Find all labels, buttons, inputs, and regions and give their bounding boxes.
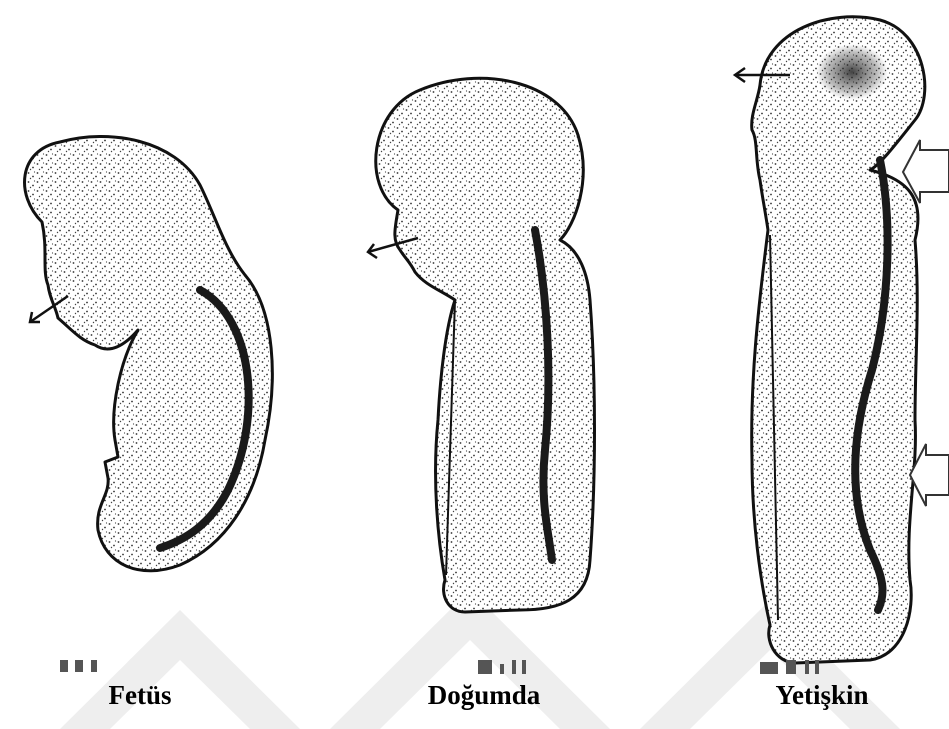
newborn-body <box>376 78 595 612</box>
fetus-caption: Fetüs <box>109 682 172 709</box>
fetus-figure <box>25 136 273 570</box>
adult-caption: Yetişkin <box>775 682 868 709</box>
fetus-body <box>25 136 273 570</box>
adult-brain-shading <box>816 44 888 100</box>
birth-caption: Doğumda <box>428 682 541 709</box>
adult-figure <box>735 17 949 663</box>
newborn-figure <box>368 78 595 612</box>
